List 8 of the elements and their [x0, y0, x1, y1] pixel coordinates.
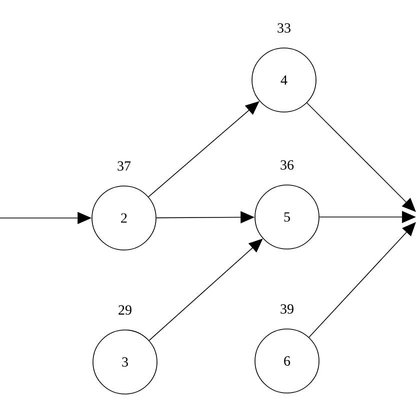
arrow — [306, 102, 416, 212]
arrow — [308, 222, 416, 338]
node-value: 37 — [118, 161, 131, 171]
arrow — [148, 101, 260, 198]
node-value: 29 — [118, 305, 132, 315]
node-value: 36 — [280, 160, 294, 170]
node-value: 33 — [278, 23, 290, 33]
node-value: 39 — [280, 304, 294, 314]
